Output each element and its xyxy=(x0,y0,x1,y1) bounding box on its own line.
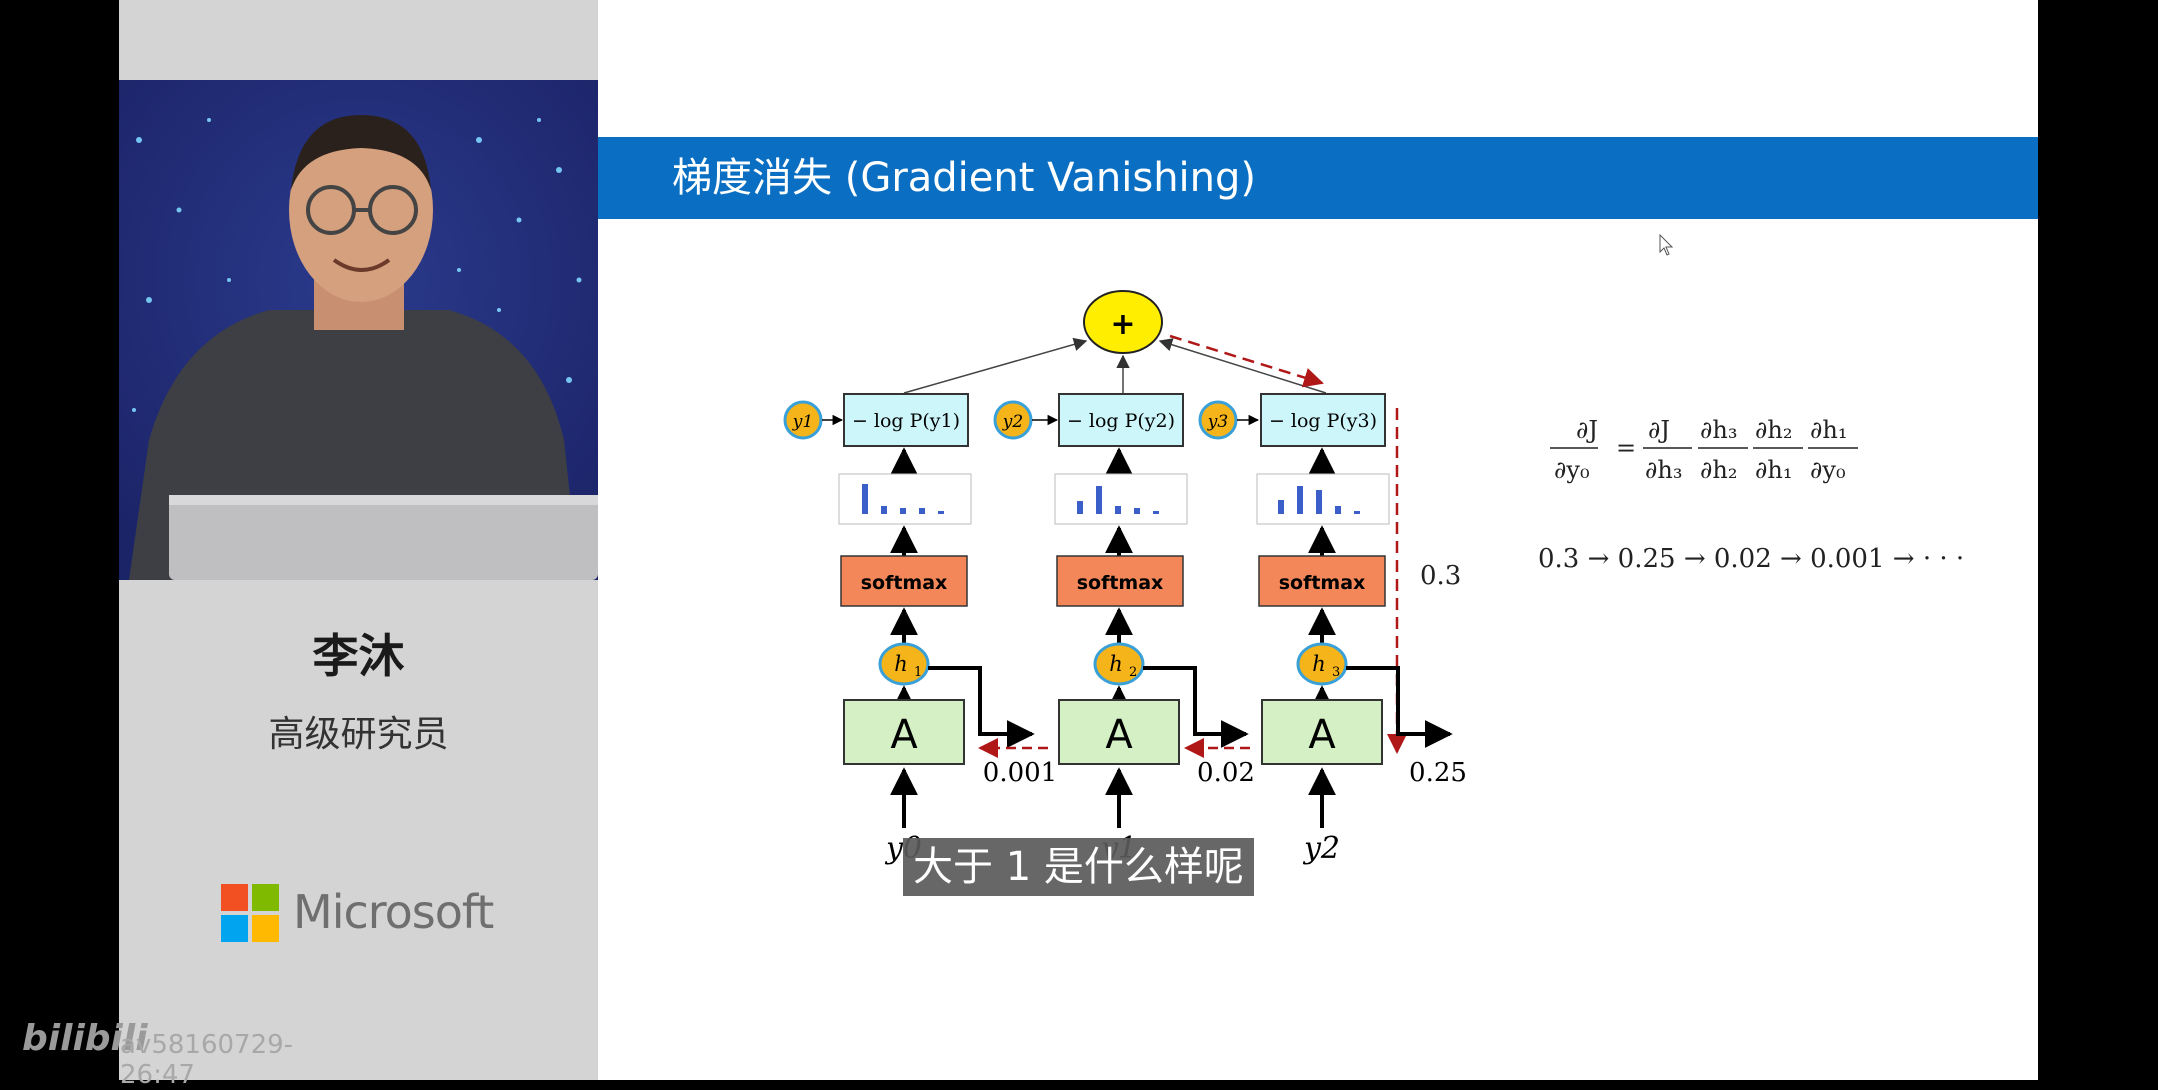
output-y3-label: y3 xyxy=(1207,412,1228,432)
svg-text:∂h₂: ∂h₂ xyxy=(1755,416,1793,444)
hidden-h2-sub: 2 xyxy=(1129,665,1137,680)
sum-symbol: + xyxy=(1110,307,1135,342)
microsoft-wordmark: Microsoft xyxy=(293,885,494,939)
hidden-h1-sub: 1 xyxy=(914,665,922,680)
rnn-cell-2 xyxy=(1058,699,1180,765)
slide-title-bar: 梯度消失 (Gradient Vanishing) xyxy=(598,137,2038,219)
softmax-label-2: softmax xyxy=(1077,572,1164,594)
loss-label-2: − log P(y2) xyxy=(1067,410,1175,432)
speaker-role: 高级研究员 xyxy=(268,714,449,755)
rnn-gradient-diagram: + 0.3 y1 − log P(y1) softmax xyxy=(783,290,1964,866)
presenter-panel: 李沐 高级研究员 Microsoft xyxy=(119,0,598,1080)
output-y2-node xyxy=(993,400,1033,440)
input-y2-label: y2 xyxy=(1302,831,1340,866)
loss-box-2 xyxy=(1058,393,1184,447)
svg-text:∂h₁: ∂h₁ xyxy=(1810,416,1848,444)
softmax-box-2 xyxy=(1056,555,1184,607)
output-y1-label: y1 xyxy=(792,412,813,432)
softmax-label-3: softmax xyxy=(1279,572,1366,594)
video-subtitle: 大于 1 是什么样呢 xyxy=(903,838,1254,896)
svg-text:∂h₂: ∂h₂ xyxy=(1700,456,1738,484)
rnn-cell-3-label: A xyxy=(1308,712,1336,758)
softmax-box-3 xyxy=(1258,555,1386,607)
prob-chart-3 xyxy=(1256,473,1390,525)
grad-label-2: 0.02 xyxy=(1197,758,1255,788)
rnn-cell-1-label: A xyxy=(890,712,918,758)
loss-label-3: − log P(y3) xyxy=(1269,410,1377,432)
loss-label-1: − log P(y1) xyxy=(852,410,960,432)
slide-title: 梯度消失 (Gradient Vanishing) xyxy=(672,155,1257,201)
grad-label-3: 0.25 xyxy=(1409,758,1467,788)
rnn-cell-3 xyxy=(1261,699,1383,765)
gradient-chain-values: 0.3 → 0.25 → 0.02 → 0.001 → · · · xyxy=(1538,544,1964,574)
hidden-h2-node xyxy=(1093,642,1145,686)
loss3-to-sum-arrow xyxy=(1158,338,1327,394)
hidden-h1-node xyxy=(878,642,930,686)
side-grad-label: 0.3 xyxy=(1420,561,1461,591)
svg-text:∂y₀: ∂y₀ xyxy=(1554,456,1590,484)
hidden-h3-sub: 3 xyxy=(1332,665,1340,680)
rnn-cell-2-label: A xyxy=(1105,712,1133,758)
svg-text:∂h₁: ∂h₁ xyxy=(1755,456,1793,484)
output-y3-node xyxy=(1198,400,1238,440)
svg-text:=: = xyxy=(1616,434,1636,462)
column-3: y3 − log P(y3) softmax h 3 A y2 0.25 xyxy=(1198,393,1467,866)
hidden-h3-node xyxy=(1296,642,1348,686)
hidden-h1-label: h xyxy=(894,652,908,676)
grad-sum-to-loss3-arrow xyxy=(1169,334,1324,388)
slide: 梯度消失 (Gradient Vanishing) + 0 xyxy=(598,0,2038,1080)
svg-text:∂J: ∂J xyxy=(1648,416,1670,444)
speaker-name: 李沐 xyxy=(312,629,405,683)
hidden-h2-label: h xyxy=(1109,652,1123,676)
presenter-video xyxy=(119,80,598,580)
sum-node: + xyxy=(1083,290,1163,354)
hidden-h3-label: h xyxy=(1312,652,1326,676)
output-y1-node xyxy=(783,400,823,440)
column-1: y1 − log P(y1) softmax h 1 A y0 0.0 xyxy=(783,393,1057,866)
loss1-to-sum-arrow xyxy=(903,337,1088,394)
column-2: y2 − log P(y2) softmax h 2 A y1 0.0 xyxy=(993,393,1255,866)
video-id-timestamp: av58160729-26:47 xyxy=(120,1030,294,1090)
prob-chart-1 xyxy=(838,473,972,525)
grad-label-1: 0.001 xyxy=(983,758,1057,788)
rnn-cell-1 xyxy=(843,699,965,765)
prob-chart-2 xyxy=(1054,473,1188,525)
output-y2-label: y2 xyxy=(1002,412,1023,432)
microsoft-logo-icon xyxy=(221,884,279,942)
mouse-cursor-icon xyxy=(1659,234,1673,256)
svg-text:∂y₀: ∂y₀ xyxy=(1810,456,1846,484)
svg-text:∂h₃: ∂h₃ xyxy=(1645,456,1683,484)
softmax-label-1: softmax xyxy=(861,572,948,594)
loss-box-3 xyxy=(1260,393,1386,447)
bilibili-logo-icon: bilibili xyxy=(22,1018,148,1059)
softmax-box-1 xyxy=(840,555,968,607)
svg-text:∂h₃: ∂h₃ xyxy=(1700,416,1738,444)
chain-rule-formula: ∂J ∂y₀ = ∂J ∂h₃ ∂h₃ ∂h₂ ∂h₂ ∂h₁ ∂h₁ ∂y₀ xyxy=(1550,416,1858,484)
svg-text:∂J: ∂J xyxy=(1576,416,1598,444)
loss-box-1 xyxy=(843,393,969,447)
